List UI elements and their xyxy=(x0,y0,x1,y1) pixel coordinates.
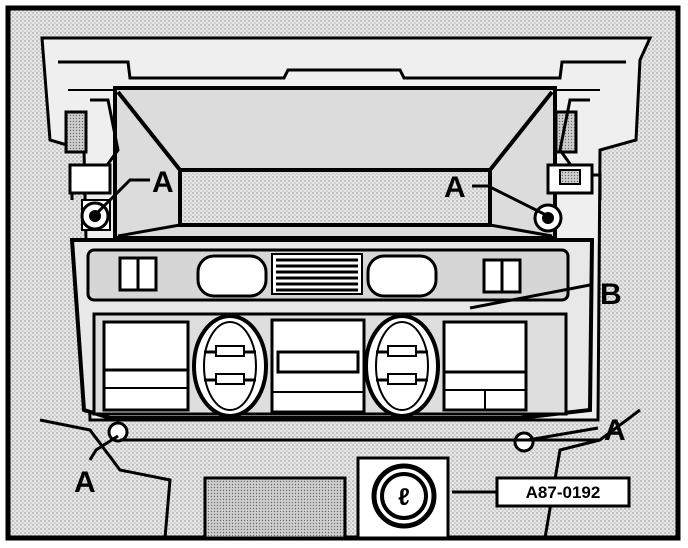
trim-panel xyxy=(69,238,595,420)
screw-bottom-left xyxy=(107,421,129,443)
center-grille xyxy=(271,253,363,295)
screw-top-right xyxy=(533,203,563,233)
knob-symbol: ℓ xyxy=(398,484,410,511)
leader-lines xyxy=(88,178,599,461)
reference-code-box: A87-0192 xyxy=(452,476,631,508)
air-vent-left xyxy=(192,314,268,418)
callout-a-top-left: A xyxy=(152,166,174,199)
right-bracket xyxy=(546,98,602,200)
top-rim xyxy=(58,60,626,80)
storage-pocket xyxy=(113,86,557,240)
callout-a-top-right: A xyxy=(444,171,466,204)
reference-code: A87-0192 xyxy=(526,483,601,502)
air-vent-right xyxy=(364,314,440,418)
callout-a-bottom-right: A xyxy=(604,414,626,447)
screw-bottom-right xyxy=(513,431,535,453)
lighter-knob: ℓ xyxy=(371,463,437,529)
callout-b-panel: B xyxy=(600,278,622,311)
callout-a-bottom-left: A xyxy=(74,466,96,499)
